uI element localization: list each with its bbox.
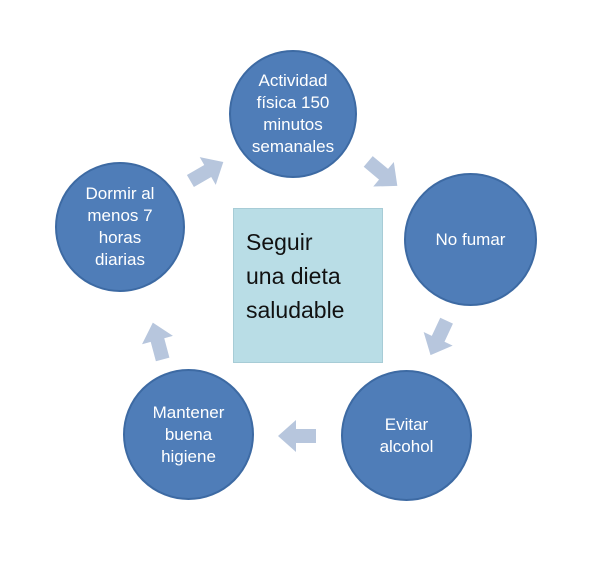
center-box-healthy-diet: Seguir una dieta saludable <box>233 208 383 363</box>
node-hygiene-label: Mantener buena higiene <box>152 402 225 466</box>
node-avoid-alcohol: Evitar alcohol <box>341 370 472 501</box>
node-avoid-alcohol-label: Evitar alcohol <box>379 414 434 456</box>
arrow-higiene-to-dormir <box>142 322 173 362</box>
node-no-smoking-label: No fumar <box>435 229 506 249</box>
node-sleep: Dormir al menos 7 horas diarias <box>55 162 185 292</box>
arrow-activity-to-nofumar <box>363 156 398 187</box>
node-no-smoking: No fumar <box>404 173 537 306</box>
node-physical-activity: Actividad física 150 minutos semanales <box>229 50 357 178</box>
node-sleep-label: Dormir al menos 7 horas diarias <box>85 184 155 269</box>
center-box-label: Seguir una dieta saludable <box>246 229 345 323</box>
node-hygiene: Mantener buena higiene <box>123 369 254 500</box>
arrow-alcohol-to-higiene <box>278 420 316 452</box>
node-physical-activity-label: Actividad física 150 minutos semanales <box>251 71 335 156</box>
arrow-dormir-to-activity <box>186 157 224 188</box>
arrow-nofumar-to-alcohol <box>423 317 453 356</box>
